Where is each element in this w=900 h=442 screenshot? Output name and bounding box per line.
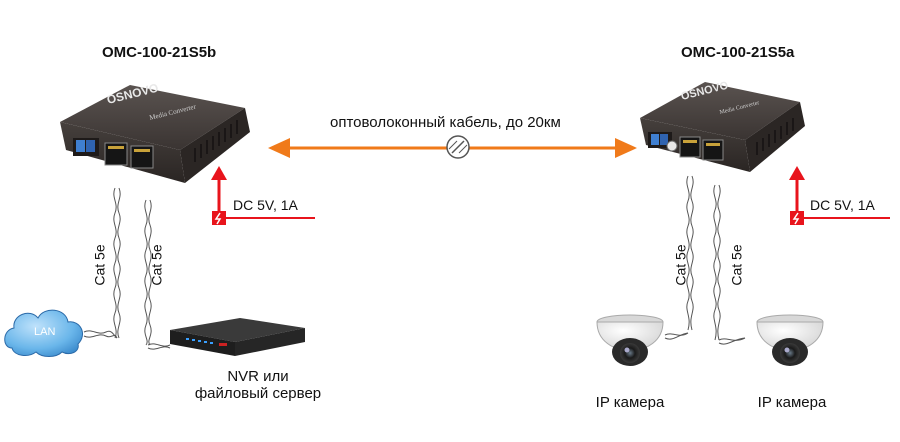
left-power-label: DC 5V, 1A <box>233 197 298 213</box>
cable-label-4: Cat 5e <box>728 244 745 286</box>
camera-right-caption: IP камера <box>757 394 827 411</box>
cable-label-1: Cat 5e <box>91 244 108 286</box>
camera-left-caption: IP камера <box>595 394 665 411</box>
right-media-converter: OSNOVO Media Converter <box>640 79 805 172</box>
fiber-section-icon <box>446 135 470 159</box>
cable-label-3: Cat 5e <box>672 244 689 286</box>
cable-label-2: Cat 5e <box>148 244 165 286</box>
nvr-caption-line1: NVR или <box>227 368 289 385</box>
right-power-label: DC 5V, 1A <box>810 197 875 213</box>
lan-label: LAN <box>34 326 56 338</box>
left-media-converter: OSNOVO Media Converter <box>60 81 250 183</box>
nvr-caption-line2: файловый сервер <box>194 385 322 402</box>
ip-camera-right-icon <box>756 314 824 366</box>
right-device-title: OMC-100-21S5a <box>681 44 795 61</box>
ip-camera-left-icon <box>596 314 664 366</box>
left-device-title: OMC-100-21S5b <box>102 44 217 61</box>
nvr-caption: NVR или файловый сервер <box>183 368 333 402</box>
right-power-connector <box>789 166 890 225</box>
fiber-cable-label: оптоволоконный кабель, до 20км <box>330 114 561 131</box>
twisted-pair-cables <box>83 175 746 350</box>
lan-cloud-icon <box>4 309 83 357</box>
left-power-connector <box>211 166 315 225</box>
nvr-device-icon <box>170 318 305 356</box>
